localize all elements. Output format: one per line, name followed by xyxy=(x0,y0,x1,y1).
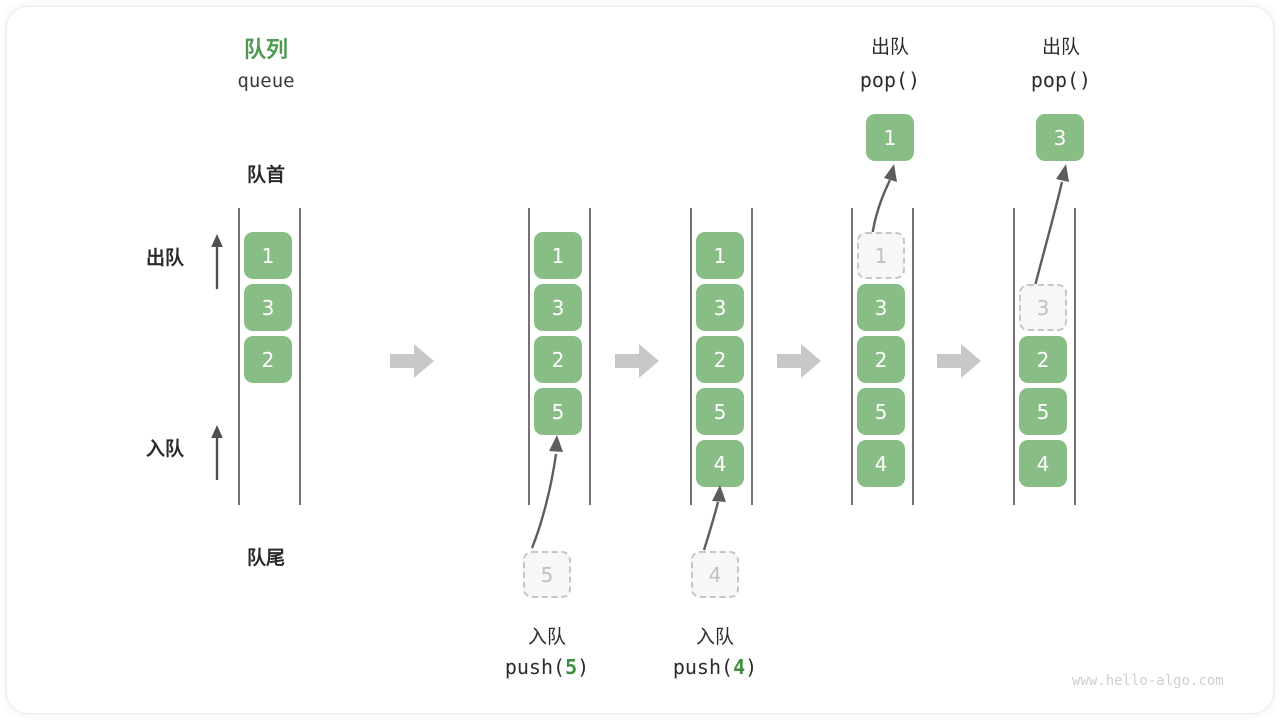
push-code-value: 5 xyxy=(565,655,578,679)
rail-right xyxy=(299,208,301,505)
popped-element: 1 xyxy=(866,114,914,161)
rail-right xyxy=(912,208,914,505)
enqueue-side-label: 入队 xyxy=(146,438,185,460)
queue-cell: 1 xyxy=(534,232,582,279)
push-code-prefix: push( xyxy=(504,655,566,679)
push-code-suffix: ) xyxy=(577,655,590,679)
front-label: 队首 xyxy=(246,164,285,186)
push-arrow-icon xyxy=(702,485,726,551)
rail-right xyxy=(1074,208,1076,505)
pop-label-cn: 出队 xyxy=(1041,36,1080,58)
enqueue-up-arrow-icon xyxy=(211,425,223,480)
push-label-cn: 入队 xyxy=(695,626,734,648)
push-code-prefix: push( xyxy=(672,655,734,679)
watermark: www.hello-algo.com xyxy=(1072,673,1224,689)
queue-cell: 2 xyxy=(1019,336,1067,383)
queue-cell: 4 xyxy=(857,440,905,487)
rail-left xyxy=(690,208,692,505)
queue-cell: 3 xyxy=(696,284,744,331)
pop-label-code: pop() xyxy=(1030,68,1092,92)
step-arrow-icon xyxy=(937,344,981,378)
queue-cell: 5 xyxy=(857,388,905,435)
rail-left xyxy=(851,208,853,505)
rail-left xyxy=(1013,208,1015,505)
step-arrow-icon xyxy=(777,344,821,378)
queue-cell: 4 xyxy=(1019,440,1067,487)
queue-cell: 2 xyxy=(244,336,292,383)
queue-cell: 2 xyxy=(534,336,582,383)
dequeue-side-label: 出队 xyxy=(146,247,185,269)
diagram-title-cn: 队列 xyxy=(243,38,288,63)
diagram-title-en: queue xyxy=(237,70,295,92)
push-arrow-icon xyxy=(530,435,563,549)
push-code-value: 4 xyxy=(733,655,746,679)
queue-cell: 2 xyxy=(857,336,905,383)
pop-arrow-icon xyxy=(1032,164,1069,291)
queue-cell-removed: 1 xyxy=(857,232,905,279)
pop-label-cn: 出队 xyxy=(870,36,909,58)
queue-cell: 3 xyxy=(857,284,905,331)
push-code-suffix: ) xyxy=(745,655,758,679)
queue-cell-new: 4 xyxy=(696,440,744,487)
step-arrow-icon xyxy=(615,344,659,378)
queue-cell: 5 xyxy=(1019,388,1067,435)
rail-right xyxy=(751,208,753,505)
rail-left xyxy=(238,208,240,505)
queue-cell: 2 xyxy=(696,336,744,383)
pop-arrow-icon xyxy=(870,164,897,239)
popped-element: 3 xyxy=(1036,114,1084,161)
queue-cell-removed: 3 xyxy=(1019,284,1067,331)
queue-cell: 1 xyxy=(244,232,292,279)
queue-cell: 3 xyxy=(534,284,582,331)
incoming-element: 4 xyxy=(691,551,739,598)
incoming-element: 5 xyxy=(523,551,571,598)
dequeue-up-arrow-icon xyxy=(211,234,223,289)
push-label-code: push(5) xyxy=(477,655,617,679)
step-arrow-icon xyxy=(390,344,434,378)
queue-cell-new: 5 xyxy=(534,388,582,435)
rear-label: 队尾 xyxy=(246,547,285,569)
queue-cell: 3 xyxy=(244,284,292,331)
rail-right xyxy=(589,208,591,505)
push-label-code: push(4) xyxy=(645,655,785,679)
queue-cell: 5 xyxy=(696,388,744,435)
push-label-cn: 入队 xyxy=(527,626,566,648)
rail-left xyxy=(528,208,530,505)
pop-label-code: pop() xyxy=(859,68,921,92)
queue-cell: 1 xyxy=(696,232,744,279)
